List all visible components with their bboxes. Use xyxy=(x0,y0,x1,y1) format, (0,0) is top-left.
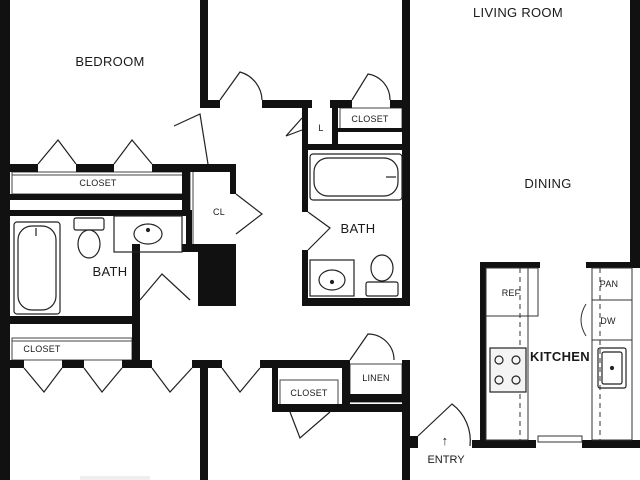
label-cl: CL xyxy=(213,207,225,217)
label-l: L xyxy=(318,123,323,133)
door-swings xyxy=(23,71,471,447)
room-label-dining: DINING xyxy=(524,176,571,191)
toilet-right-icon xyxy=(365,254,399,297)
label-closet-lower-left: CLOSET xyxy=(23,344,61,354)
bathtub-right-icon xyxy=(309,153,403,201)
label-pan: PAN xyxy=(600,279,618,289)
label-dw: DW xyxy=(600,316,616,326)
room-label-kitchen: KITCHEN xyxy=(530,349,590,364)
dishwasher-icon xyxy=(580,303,587,337)
kitchen-sink-icon xyxy=(597,347,627,389)
vanity-right-icon xyxy=(309,259,355,297)
stove-icon xyxy=(489,347,527,393)
label-linen: LINEN xyxy=(362,373,390,383)
label-entry: ENTRY xyxy=(427,454,465,466)
label-closet-mid-left: CLOSET xyxy=(79,178,117,188)
room-label-living-room: LIVING ROOM xyxy=(473,5,563,20)
bathtub-left-icon xyxy=(13,221,61,315)
room-label-bath-left: BATH xyxy=(93,264,128,279)
label-closet-lower-mid: CLOSET xyxy=(290,388,328,398)
room-label-bedroom: BEDROOM xyxy=(75,54,144,69)
vanity-left-icon xyxy=(113,215,183,253)
toilet-left-icon xyxy=(73,217,105,259)
entry-arrow-icon: ↑ xyxy=(442,433,449,448)
label-closet-top-right: CLOSET xyxy=(351,114,389,124)
room-label-bath-right: BATH xyxy=(341,221,376,236)
label-ref: REF xyxy=(502,288,521,298)
